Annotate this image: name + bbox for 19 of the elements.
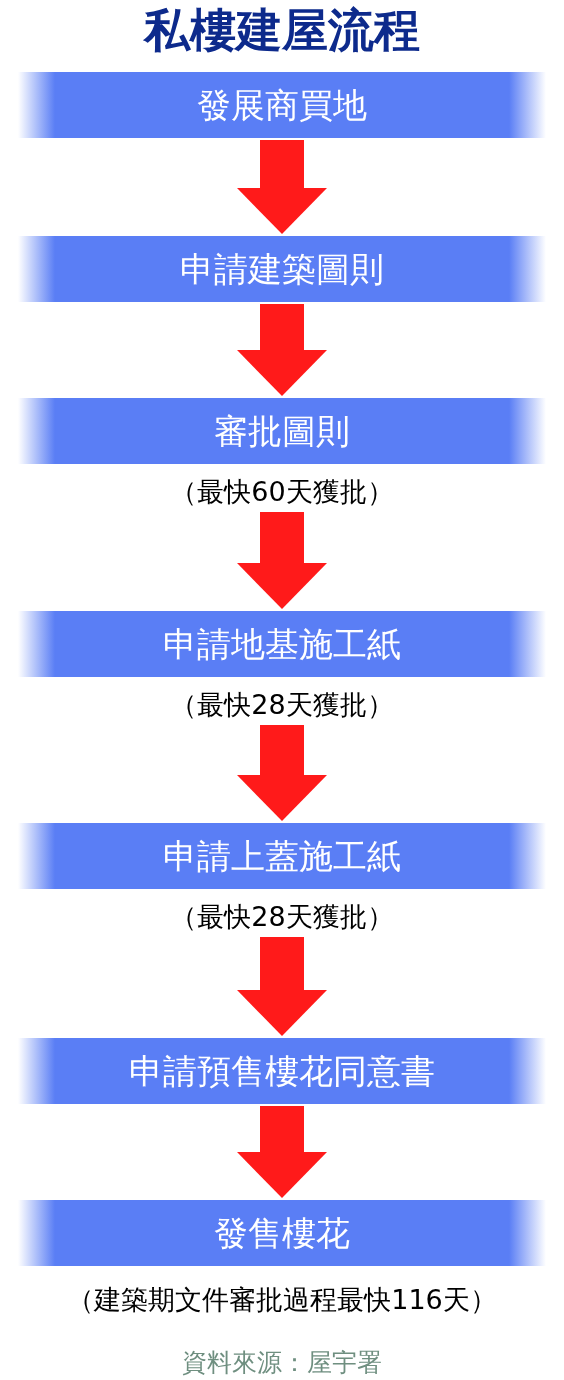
process-band: 申請預售樓花同意書: [18, 1038, 546, 1104]
process-band: 審批圖則: [18, 398, 546, 464]
process-band: 申請地基施工紙: [18, 611, 546, 677]
process-band: 申請上蓋施工紙: [18, 823, 546, 889]
process-band: 發展商買地: [18, 72, 546, 138]
arrow: [237, 304, 327, 396]
duration-note: （最快28天獲批）: [170, 900, 394, 934]
note-text: （建築期文件審批過程最快116天）: [67, 1284, 497, 1315]
duration-note: （最快60天獲批）: [170, 475, 394, 509]
source-text: 資料來源：屋宇署: [182, 1348, 382, 1377]
arrow: [237, 937, 327, 1036]
title-text: 私樓建屋流程: [144, 3, 420, 57]
arrow: [237, 512, 327, 609]
process-band: 申請建築圖則: [18, 236, 546, 302]
arrow: [237, 140, 327, 234]
arrow: [237, 1106, 327, 1198]
arrow: [237, 725, 327, 821]
duration-note: （最快28天獲批）: [170, 688, 394, 722]
process-band: 發售樓花: [18, 1200, 546, 1266]
